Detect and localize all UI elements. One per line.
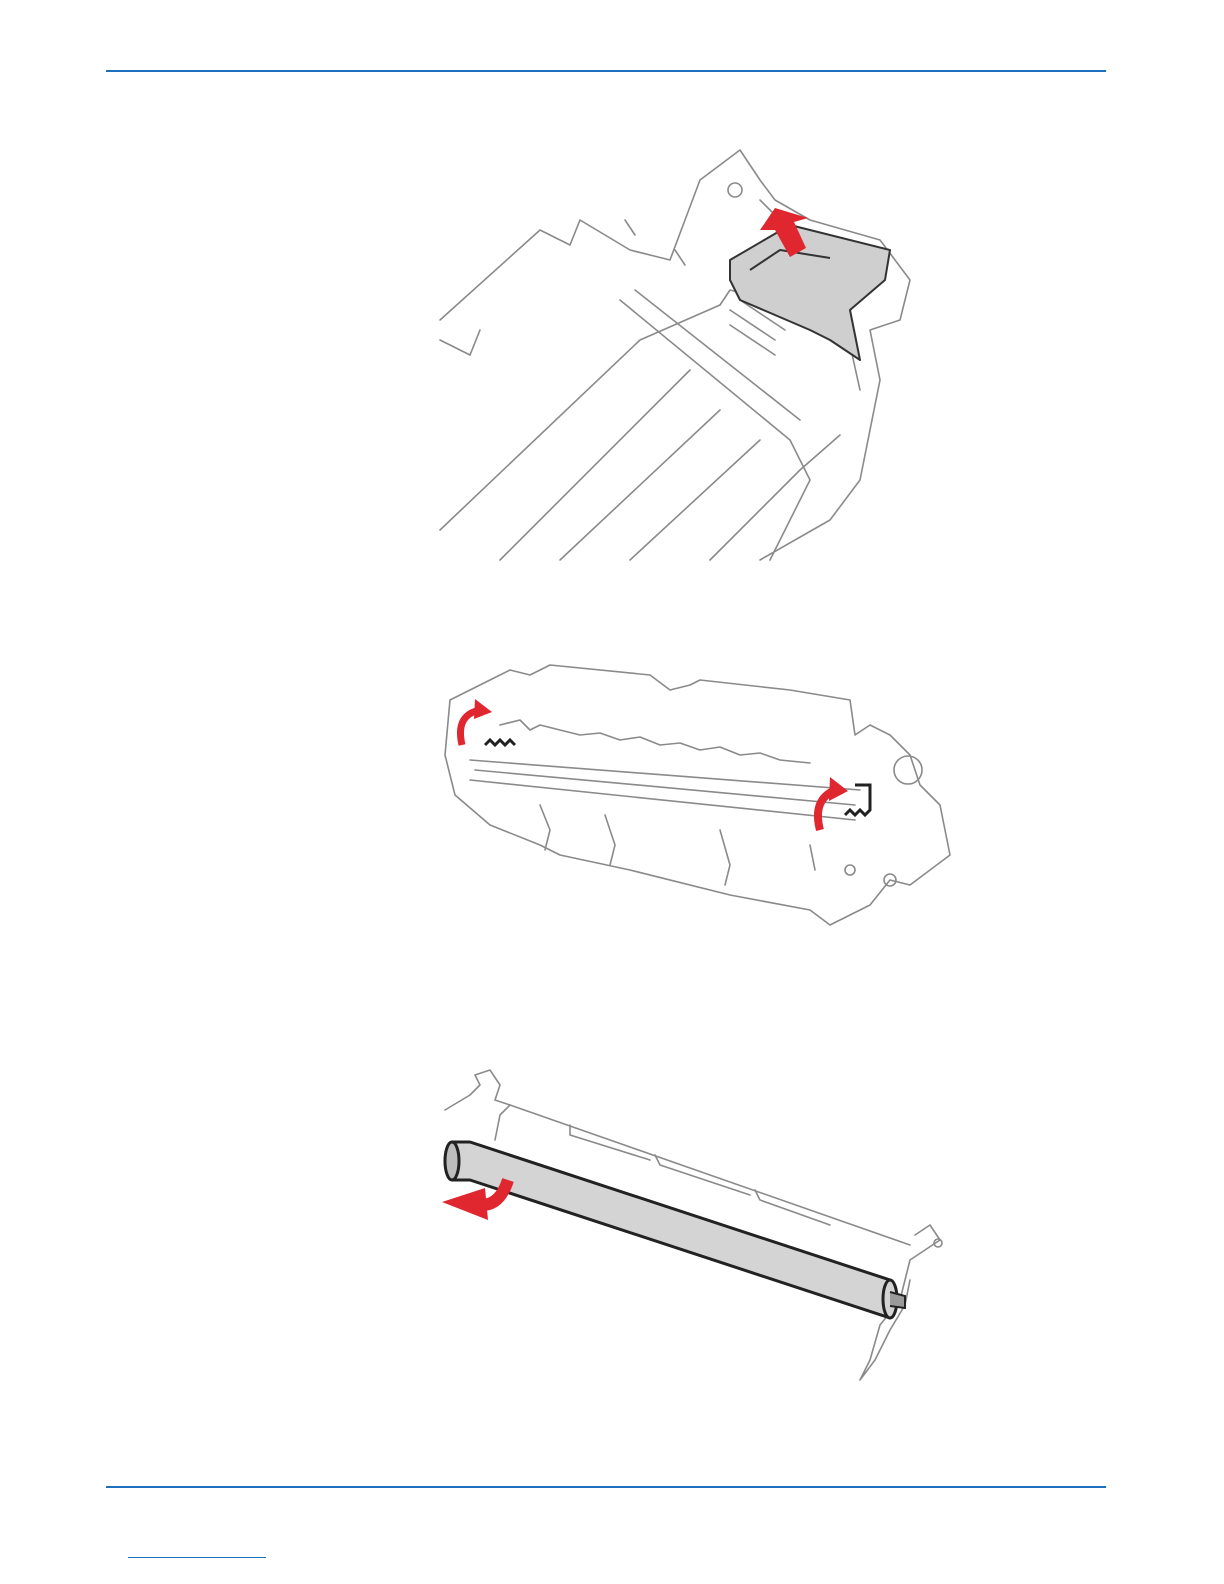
fuser-springs-illustration (430, 655, 960, 930)
left-spring (485, 740, 515, 745)
footer-link-underline (128, 1557, 266, 1558)
pressure-roller-illustration (430, 1060, 960, 1390)
header-rule (106, 70, 1106, 72)
figure-pressure-roller (430, 1060, 960, 1390)
footer-rule (106, 1486, 1106, 1488)
pickup-cover-illustration (430, 140, 950, 565)
curved-arrow-icon (460, 699, 492, 745)
figure-fuser-springs (430, 655, 960, 930)
figure-pickup-cover (430, 140, 950, 565)
pickup-cover-part (730, 225, 890, 360)
pressure-roller-part (445, 1142, 890, 1318)
